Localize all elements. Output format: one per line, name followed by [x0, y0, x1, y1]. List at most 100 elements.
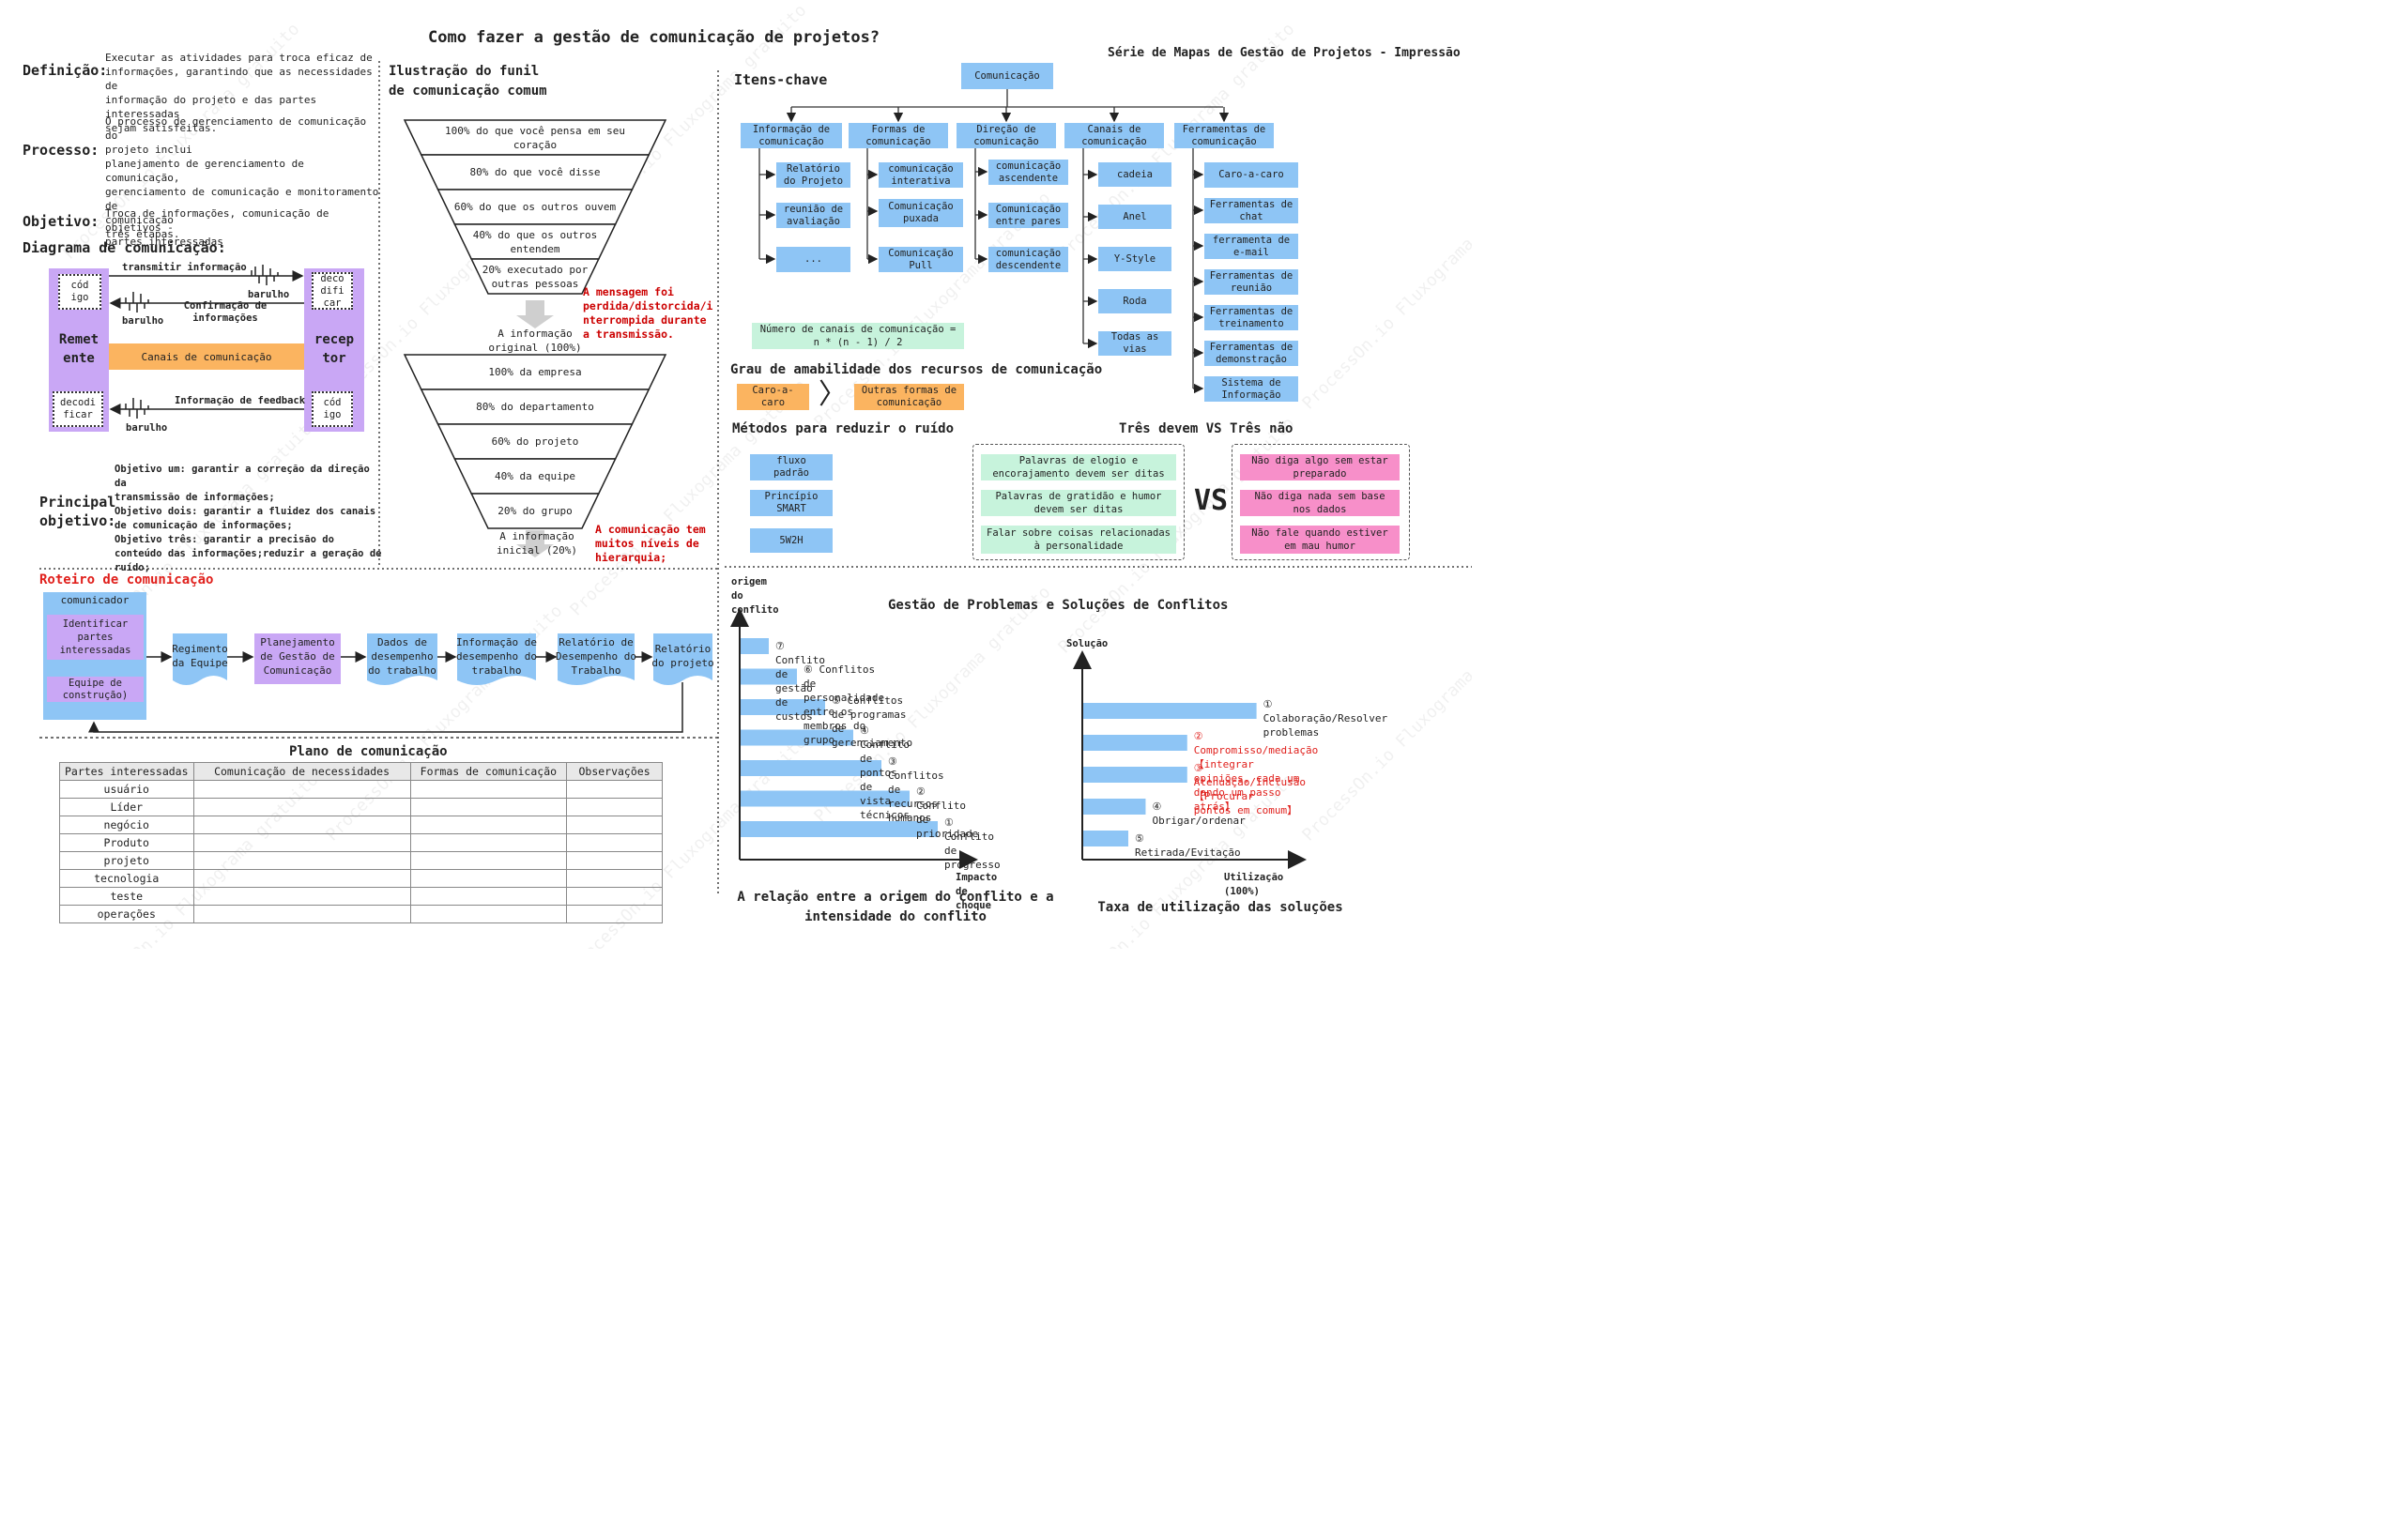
funnel-shapes	[403, 119, 667, 557]
plano-stakeholder-cell[interactable]: Produto	[59, 833, 194, 852]
roteiro-step-box	[254, 633, 341, 684]
tree-leaf-node: comunicação ascendente	[988, 160, 1068, 185]
chart-bar	[1083, 735, 1187, 751]
funil-top-note: A mensagem foi perdida/distorcida/i nter…	[583, 285, 713, 341]
plano-stakeholder-cell[interactable]: operações	[59, 905, 194, 923]
funnel-band-label: 80% do que você disse	[469, 166, 601, 178]
canais-bar: Canais de comunicação	[109, 343, 304, 370]
roteiro-step-label: Dados de desempenho do trabalho	[368, 635, 436, 677]
tree-category-node: Direção de comunicação	[957, 123, 1056, 148]
canais-label: Canais de comunicação	[141, 350, 272, 363]
plano-header: Partes interessadas	[59, 762, 194, 781]
tree-leaf-node: ...	[776, 247, 850, 272]
plano-empty-cell[interactable]	[566, 905, 663, 923]
chart2-xlabel: Utilização (100%)	[1224, 872, 1284, 897]
grau-title: Grau de amabilidade dos recursos de comu…	[730, 362, 1103, 377]
layout-dividers	[39, 61, 1472, 896]
chart2-title: Taxa de utilização das soluções	[1097, 900, 1343, 915]
chart-bar	[741, 760, 881, 776]
plano-title: Plano de comunicação	[289, 744, 448, 759]
nao-1: Não diga algo sem estar preparado	[1240, 454, 1400, 480]
funil-bottom-caption: A informação inicial (20%)	[496, 530, 578, 557]
greater-than-icon: 〉	[819, 378, 847, 411]
funil-top-caption: A informação original (100%)	[488, 328, 582, 354]
chart-bar-label: ③ Atenuação/Inclusão【Procurar pontos em …	[1193, 761, 1306, 816]
funnel-band-label: 80% do departamento	[476, 401, 594, 413]
tree-leaf-node: Comunicação entre pares	[988, 203, 1068, 228]
roteiro-step-doc	[653, 633, 712, 685]
equipe-box: Equipe de construção)	[47, 677, 144, 702]
transmitir-label: transmitir informação	[122, 262, 247, 273]
plano-empty-cell[interactable]	[192, 905, 411, 923]
definicao-label: Definição:	[23, 62, 108, 79]
chart-bar	[741, 729, 853, 746]
devem-2: Palavras de gratidão e humor devem ser d…	[981, 490, 1176, 516]
objetivo-text: Troca de informações, comunicação de obj…	[105, 207, 329, 248]
tree-leaf-node: Todas as vias	[1098, 331, 1171, 356]
processo-text: O processo de gerenciamento de comunicaç…	[105, 115, 379, 240]
tree-leaf-node: Comunicação Pull	[879, 247, 963, 272]
grau-b-box: Outras formas de comunicação	[854, 384, 964, 410]
diagram-arrows	[109, 265, 304, 419]
funil-title: Ilustração do funil de comunicação comum	[389, 64, 547, 99]
nao-3: Não fale quando estiver em mau humor	[1240, 526, 1400, 554]
codigo-box: cód igo	[58, 274, 101, 310]
metodo-1: fluxo padrão	[750, 454, 833, 480]
tres-title: Três devem VS Três não	[1119, 421, 1294, 436]
feedback-label: Informação de feedback	[175, 395, 306, 406]
devem-3: Falar sobre coisas relacionadas à person…	[981, 526, 1176, 554]
tree-leaf-node: Anel	[1098, 205, 1171, 229]
funnel-band	[470, 493, 600, 529]
funnel-band-label: 100% do que você pensa em seu coração	[444, 124, 626, 151]
roteiro-feedback-arrow	[88, 682, 683, 733]
tree-leaf-node: Roda	[1098, 289, 1171, 313]
tree-leaf-node: Comunicação puxada	[879, 199, 963, 227]
tree-leaf-node: Ferramentas de treinamento	[1204, 305, 1298, 330]
conflict-charts	[730, 608, 1307, 869]
confirmacao-label: Confirmação de informações	[183, 300, 268, 324]
funil-bottom-note: A comunicação tem muitos níveis de hiera…	[595, 523, 706, 564]
funnel-band-label: 60% do que os outros ouvem	[453, 201, 617, 213]
tree-leaf-node: Sistema de Informação	[1204, 376, 1298, 402]
tree-leaf-node: Y-Style	[1098, 247, 1171, 271]
chart2-ylabel: Solução	[1066, 638, 1109, 649]
chart-bar-label: ① Colaboração/Resolver problemas	[1263, 697, 1388, 739]
tree-category-node: Informação de comunicação	[741, 123, 842, 148]
chart-bar-label: ④ Conflito de pontos de vista técnicos	[860, 724, 910, 821]
chart-bar-label: ⑥ Conflitos de personalidade entre os me…	[804, 663, 885, 746]
grau-a-box: Caro-a- caro	[737, 384, 809, 410]
chart-bar-label: ② Conflito de prioridade	[916, 785, 979, 840]
tree-leaf-node: comunicação descendente	[988, 247, 1068, 272]
funnel-band	[470, 258, 600, 295]
chart-bar	[1083, 767, 1187, 783]
chart-bar	[1083, 703, 1257, 719]
devem-1: Palavras de elogio e encorajamento devem…	[981, 454, 1176, 480]
roteiro-step-doc	[558, 633, 635, 685]
itens-title: Itens-chave	[734, 71, 828, 88]
roteiro-title: Roteiro de comunicação	[39, 572, 214, 587]
roteiro-step-label: Planejamento de Gestão de Comunicação	[260, 635, 335, 677]
chart-bar-label: ⑤ Conflitos de programas de gerenciament…	[832, 694, 913, 749]
receptor-label: recep tor	[314, 332, 355, 366]
chart-bar-label: ① Conflito de progresso	[944, 816, 1001, 871]
funnel-band-label: 60% do projeto	[491, 435, 579, 448]
definicao-text: Executar as atividades para troca eficaz…	[105, 52, 373, 134]
roteiro-step-doc	[457, 633, 536, 685]
tree-leaf-node: reunião de avaliação	[776, 203, 850, 228]
roteiro-step-doc	[367, 633, 437, 685]
chart-bar-label: ③ Conflitos de recursos humanos	[888, 755, 944, 824]
processo-label: Processo:	[23, 142, 100, 159]
identificar-box: Identificar partes interessadas	[47, 615, 144, 660]
plano-header: Formas de comunicação	[409, 762, 568, 781]
page-title: Como fazer a gestão de comunicação de pr…	[428, 28, 880, 47]
tree-leaf-node: Relatório do Projeto	[776, 162, 850, 188]
comunicador-label: comunicador	[60, 594, 130, 606]
chart1-title: A relação entre a origem do conflito e a…	[737, 890, 1054, 924]
decodificar-box-2: decodi ficar	[53, 391, 103, 427]
principal-label: Principal objetivo:	[39, 494, 116, 529]
tree-leaf-node: cadeia	[1098, 162, 1171, 187]
barulho-label-2: barulho	[122, 315, 164, 327]
